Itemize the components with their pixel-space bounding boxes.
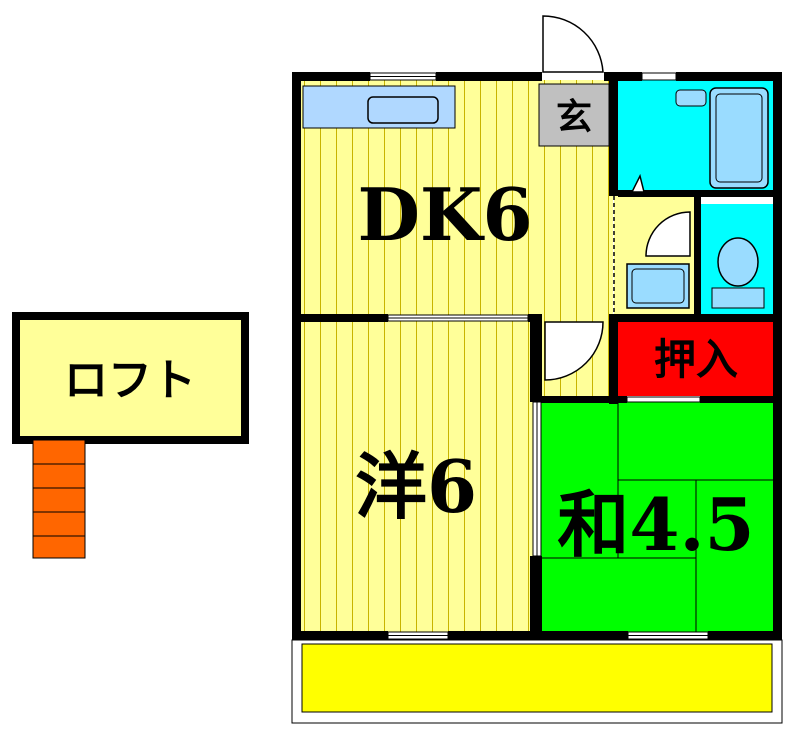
window-icon	[369, 72, 709, 640]
closet-area	[618, 322, 774, 396]
walls	[292, 72, 782, 640]
genkan-label: 玄	[556, 96, 592, 138]
western-floor	[299, 318, 537, 632]
dk-label: DK6	[357, 172, 532, 257]
ladder-icon	[32, 439, 86, 559]
loft-label: ロフト	[64, 355, 196, 406]
loft-room	[12, 312, 249, 444]
tatami-lines	[541, 402, 774, 632]
western-label: 洋6	[355, 444, 477, 529]
bathtub-icon	[675, 87, 769, 189]
closet-label: 押入	[654, 335, 738, 384]
japanese-floor	[541, 402, 774, 632]
door-swing-icon	[542, 15, 691, 381]
japanese-label: 和4.5	[557, 482, 754, 567]
balcony	[291, 639, 783, 724]
loft-area: ロフト	[12, 312, 249, 559]
toilet-icon	[711, 237, 765, 309]
sink-icon	[302, 85, 456, 129]
washbasin-icon	[626, 263, 690, 309]
genkan-area	[538, 83, 610, 147]
